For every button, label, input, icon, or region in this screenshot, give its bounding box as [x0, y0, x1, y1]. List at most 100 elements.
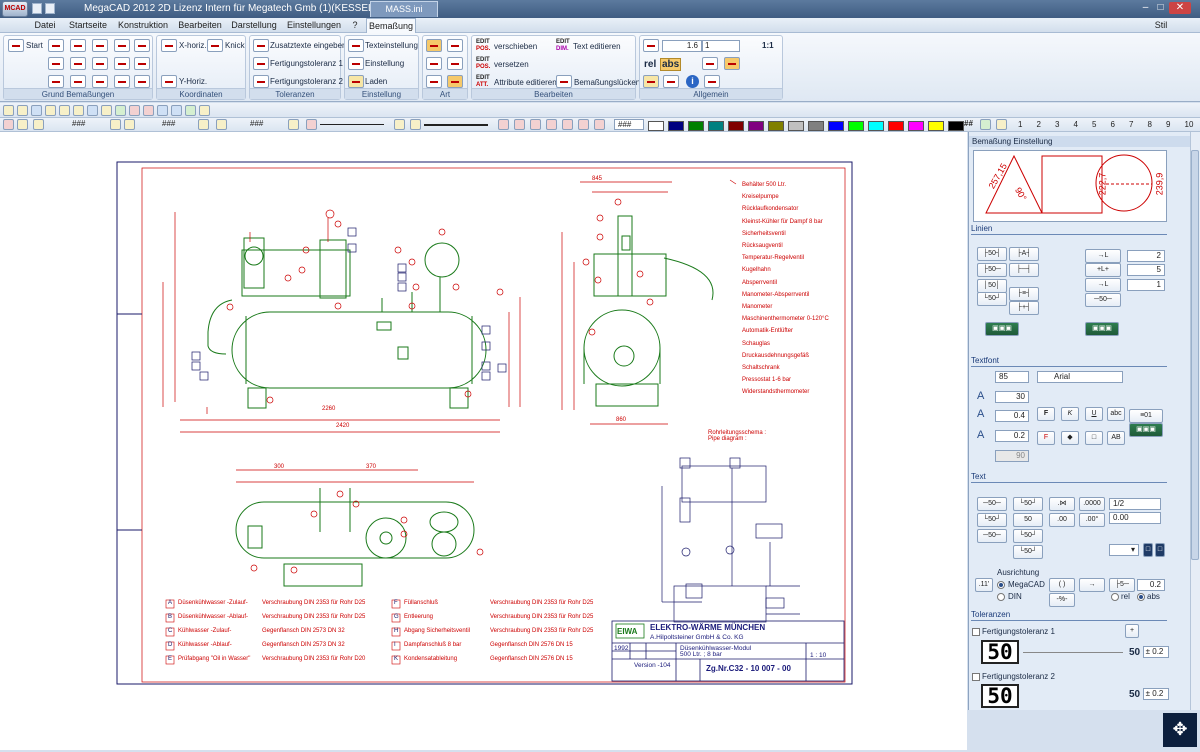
laden-button[interactable]: Laden: [365, 77, 388, 86]
layer-number[interactable]: 6: [1110, 120, 1115, 129]
strike-button[interactable]: abc: [1107, 407, 1125, 421]
tol1-pm[interactable]: ± 0.2: [1143, 646, 1169, 658]
din-radio[interactable]: [997, 593, 1005, 601]
zusatztext-button[interactable]: Zusatztexte eingeben: [270, 41, 347, 50]
pen-icon[interactable]: [216, 119, 227, 130]
text-style-button[interactable]: ▣▣▣: [1129, 423, 1163, 437]
open-file-icon[interactable]: [643, 75, 659, 88]
color-swatch[interactable]: [828, 121, 844, 131]
redraw-icon[interactable]: [594, 119, 605, 130]
lineweight-icon[interactable]: [410, 119, 421, 130]
lin-btn-10[interactable]: +L+: [1085, 263, 1121, 277]
abs-radio[interactable]: [1137, 593, 1145, 601]
table-icon[interactable]: [101, 105, 112, 116]
tol-a-icon[interactable]: [702, 57, 718, 70]
tol1-button[interactable]: Fertigungstoleranz 1: [270, 59, 343, 68]
underline-button[interactable]: U: [1085, 407, 1103, 421]
linetype-lock-icon[interactable]: [288, 119, 299, 130]
text-btn-6[interactable]: └50┘: [1013, 529, 1043, 543]
align-btn[interactable]: .11': [975, 578, 993, 592]
dim-baseline-icon[interactable]: [92, 57, 108, 70]
attribute-edit-button[interactable]: Attribute editieren: [494, 78, 557, 87]
spacing-icon[interactable]: [643, 39, 659, 52]
start-dim-icon[interactable]: [8, 39, 24, 52]
versetzen-button[interactable]: versetzen: [494, 60, 529, 69]
paren-btn[interactable]: ( ): [1049, 578, 1075, 592]
close-icon[interactable]: ✕: [1169, 2, 1191, 14]
art-fill-icon[interactable]: [447, 75, 463, 88]
undo-icon[interactable]: [157, 105, 168, 116]
grid-icon[interactable]: [663, 75, 679, 88]
zoom-window-icon[interactable]: [530, 119, 541, 130]
lin-btn-2[interactable]: ├A┤: [1009, 247, 1039, 261]
layer-table-icon[interactable]: [980, 119, 991, 130]
pen-lock-icon[interactable]: [198, 119, 209, 130]
decimal-btn-1[interactable]: .⋈: [1049, 497, 1075, 511]
layer-number[interactable]: 3: [1055, 120, 1060, 129]
knick-label[interactable]: Knick: [225, 41, 245, 50]
lin-val-3[interactable]: 1: [1127, 279, 1165, 291]
color-swatch[interactable]: [848, 121, 864, 131]
decimal-field[interactable]: 0.00: [1109, 512, 1161, 524]
document-tab[interactable]: MASS.ini: [370, 1, 438, 17]
lin-btn-11[interactable]: →L: [1085, 278, 1121, 292]
snap-icon[interactable]: [3, 119, 14, 130]
scale-field[interactable]: 1.6: [662, 40, 702, 52]
layer-number[interactable]: 1: [1018, 120, 1023, 129]
dim-chain-icon[interactable]: [134, 39, 150, 52]
redo-icon[interactable]: [171, 105, 182, 116]
color-field[interactable]: ###: [614, 119, 644, 130]
save-icon[interactable]: [31, 105, 42, 116]
dim-radius-icon[interactable]: [48, 57, 64, 70]
paste-icon[interactable]: [73, 105, 84, 116]
tol2-checkbox[interactable]: [972, 673, 980, 681]
x-horiz-label[interactable]: X-horiz.: [179, 41, 207, 50]
y-horiz-label[interactable]: Y-Horiz.: [179, 77, 208, 86]
dim-diameter-icon[interactable]: [70, 57, 86, 70]
pen-field[interactable]: ###: [250, 119, 264, 128]
layer-number[interactable]: 10: [1184, 120, 1194, 129]
rel-button[interactable]: rel: [644, 59, 657, 70]
color-swatch[interactable]: [808, 121, 824, 131]
layer-lock-icon[interactable]: [33, 119, 44, 130]
space-btn[interactable]: ├5─: [1109, 578, 1135, 592]
new-icon[interactable]: [3, 105, 14, 116]
menu-startseite[interactable]: Startseite: [68, 20, 108, 30]
preview-icon[interactable]: [87, 105, 98, 116]
refresh-icon[interactable]: [185, 105, 196, 116]
einstellung-icon[interactable]: [348, 57, 364, 70]
layer-number[interactable]: 5: [1092, 120, 1097, 129]
ab-frame-button[interactable]: AB: [1107, 431, 1125, 445]
folder-icon[interactable]: [348, 75, 364, 88]
tol2-button[interactable]: Fertigungstoleranz 2: [270, 77, 343, 86]
undo-quick-icon[interactable]: [45, 3, 55, 14]
lw-lock-icon[interactable]: [394, 119, 405, 130]
dim-circle-icon[interactable]: [92, 75, 108, 88]
lin-val-1[interactable]: 2: [1127, 250, 1165, 262]
color-swatch[interactable]: [768, 121, 784, 131]
lin-btn-9[interactable]: →L: [1085, 249, 1121, 263]
color-swatch[interactable]: [788, 121, 804, 131]
italic-button[interactable]: K: [1061, 407, 1079, 421]
lock-icon[interactable]: [17, 119, 28, 130]
y-horiz-icon[interactable]: [161, 75, 177, 88]
zoom-in-icon[interactable]: [498, 119, 509, 130]
color-swatch[interactable]: [888, 121, 904, 131]
zoom-prev-icon[interactable]: [562, 119, 573, 130]
app-logo-icon[interactable]: MCAD: [2, 1, 28, 17]
dim-center-icon[interactable]: [134, 57, 150, 70]
dim-linear-icon[interactable]: [48, 39, 64, 52]
text-btn-4[interactable]: └50┘: [1013, 497, 1043, 511]
lin-btn-1[interactable]: ├50┤: [977, 247, 1007, 261]
fraction-field[interactable]: 1/2: [1109, 498, 1161, 510]
space-field[interactable]: 0.2: [1137, 579, 1165, 591]
lin-btn-7[interactable]: ├≡┤: [1009, 287, 1039, 301]
text-opt-icon-1[interactable]: □: [1143, 543, 1153, 557]
font-size-select[interactable]: 85: [995, 371, 1029, 383]
text-height-field[interactable]: 30: [995, 391, 1029, 403]
layer-color-icon[interactable]: [996, 119, 1007, 130]
zusatztext-icon[interactable]: [253, 39, 269, 52]
zoom-all-icon[interactable]: [546, 119, 557, 130]
delete-icon[interactable]: [129, 105, 140, 116]
art-slash-icon[interactable]: [426, 57, 442, 70]
